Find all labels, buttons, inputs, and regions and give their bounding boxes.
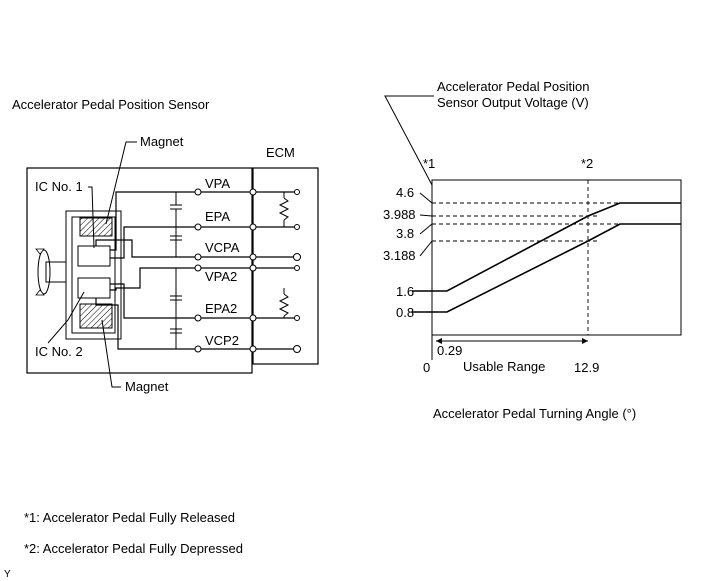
ic2-leader [47, 291, 85, 344]
series-line-vpa [412, 202, 681, 292]
rotation-arrow-icon [35, 248, 67, 296]
xtick-12.9: 12.9 [574, 360, 599, 375]
ytick-1.6: 1.6 [396, 284, 414, 299]
graph-ylabel-line2: Sensor Output Voltage (V) [437, 95, 589, 110]
terminal-vpa2: VPA2 [205, 269, 237, 284]
terminal-epa: EPA [205, 209, 230, 224]
magnet-top-label: Magnet [140, 134, 184, 149]
xtick-0.29: 0.29 [437, 343, 462, 358]
ic1-leader [88, 186, 95, 249]
xtick-0: 0 [423, 360, 430, 375]
ytick-3.188: 3.188 [383, 248, 416, 263]
magnet-top-shape [79, 217, 113, 237]
ic1-label: IC No. 1 [35, 179, 83, 194]
note-1: *1: Accelerator Pedal Fully Released [24, 510, 235, 525]
y-axis-ticks: 4.6 3.988 3.8 3.188 1.6 0.8 [383, 185, 433, 320]
terminal-epa2: EPA2 [205, 301, 237, 316]
plot-guides [432, 180, 681, 335]
ytick-4.6: 4.6 [396, 185, 414, 200]
terminal-vcpa: VCPA [205, 240, 240, 255]
graph-xlabel: Accelerator Pedal Turning Angle (°) [433, 406, 636, 421]
ic1-chip [77, 245, 111, 267]
series-layer [412, 202, 681, 313]
x-axis-annotations: 0.29 0 Usable Range 12.9 [423, 335, 599, 375]
ytick-3.988: 3.988 [383, 207, 416, 222]
plot-frame [431, 179, 682, 336]
marker-1: *1 [423, 156, 435, 171]
ytick-3.8: 3.8 [396, 226, 414, 241]
note-2: *2: Accelerator Pedal Fully Depressed [24, 541, 243, 556]
ic2-chip [77, 277, 111, 299]
ecm-label: ECM [266, 145, 295, 160]
usable-range-label: Usable Range [463, 359, 545, 374]
sensor-wiring [95, 191, 297, 350]
magnet-bottom-shape [79, 303, 113, 329]
junction-dots [194, 188, 301, 353]
magnet-bottom-label: Magnet [125, 379, 169, 394]
ic2-label: IC No. 2 [35, 344, 83, 359]
magnet-bottom-leader [101, 319, 121, 388]
graph-ylabel-line1: Accelerator Pedal Position [437, 79, 589, 94]
ylabel-leader [384, 95, 434, 186]
magnet-top-leader [105, 141, 137, 225]
sensor-title: Accelerator Pedal Position Sensor [12, 97, 210, 112]
terminal-vcp2: VCP2 [205, 333, 239, 348]
corner-mark: Y [4, 569, 11, 580]
ytick-0.8: 0.8 [396, 305, 414, 320]
series-line-vpa2 [412, 223, 681, 313]
ecm-box [252, 167, 319, 365]
terminal-vpa: VPA [205, 176, 230, 191]
marker-2: *2 [581, 156, 593, 171]
